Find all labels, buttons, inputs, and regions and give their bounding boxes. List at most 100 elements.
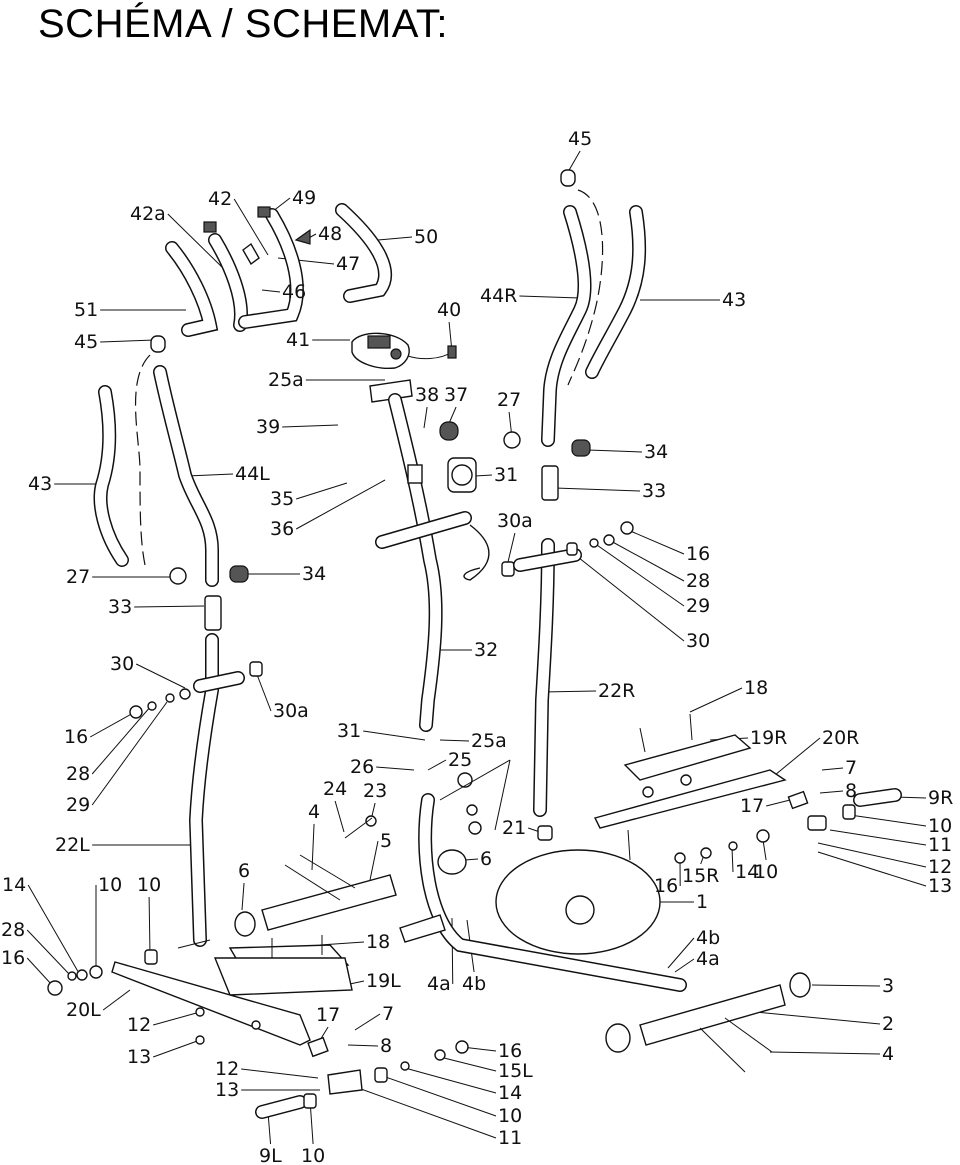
part-label-39: 39 [256, 416, 280, 438]
part-label-12-bot: 12 [215, 1058, 239, 1080]
leader-line-30a-left [255, 671, 272, 712]
part-label-40: 40 [437, 299, 461, 321]
part-label-4b-right: 4b [696, 927, 720, 949]
part-label-24: 24 [323, 778, 347, 800]
part-label-8-left: 8 [380, 1035, 392, 1057]
part-label-28-right: 28 [686, 570, 710, 592]
part-label-25a-top: 25a [268, 369, 304, 391]
leader-line-16-left [89, 711, 136, 738]
leader-line-5 [369, 840, 379, 881]
leader-line-44R [519, 295, 581, 299]
part-label-20L: 20L [66, 999, 101, 1021]
leader-line-28-bot [26, 929, 71, 976]
part-label-49: 49 [292, 187, 316, 209]
leader-line-29-left [91, 701, 168, 806]
leader-line-10-r1 [849, 814, 927, 827]
part-label-34-left: 34 [302, 563, 326, 585]
part-label-16-bot2: 16 [498, 1040, 522, 1062]
part-label-43-left: 43 [28, 473, 52, 495]
parts-artwork [47, 169, 902, 1119]
part-label-4a-mid: 4a [427, 973, 451, 995]
part-label-17-left: 17 [316, 1004, 340, 1026]
part-label-7-right: 7 [845, 757, 857, 779]
leader-line-30-left [135, 663, 186, 689]
part-label-13-right: 13 [928, 875, 952, 897]
part-label-2: 2 [882, 1013, 894, 1035]
part-label-13-bot: 13 [215, 1079, 239, 1101]
leader-line-50 [377, 236, 413, 241]
leader-lines [26, 150, 927, 1145]
leader-line-22R [541, 690, 597, 693]
leader-line-6-mid [464, 858, 479, 861]
leader-line-11-right [829, 829, 927, 846]
part-label-10-r2: 10 [754, 861, 778, 883]
part-label-45-top: 45 [568, 128, 592, 150]
part-label-3: 3 [882, 975, 894, 997]
part-label-12-left: 12 [127, 1014, 151, 1036]
leader-line-33-right [554, 487, 641, 492]
part-label-14-left: 14 [2, 874, 26, 896]
part-label-11-right: 11 [928, 834, 952, 856]
part-label-31-top: 31 [494, 464, 518, 486]
part-label-23: 23 [363, 780, 387, 802]
part-label-10-bot: 10 [498, 1105, 522, 1127]
part-label-5: 5 [380, 830, 392, 852]
part-label-4a-right: 4a [696, 948, 720, 970]
part-label-48: 48 [318, 223, 342, 245]
part-label-44R: 44R [480, 285, 517, 307]
part-label-25: 25 [448, 749, 472, 771]
part-label-35: 35 [270, 488, 294, 510]
part-label-10-l2: 10 [137, 874, 161, 896]
leader-line-28-left [91, 705, 152, 775]
part-label-30a-right: 30a [497, 510, 533, 532]
leader-line-12-right [817, 842, 927, 868]
leader-line-14-bot [404, 1067, 497, 1094]
part-label-22L: 22L [55, 834, 90, 856]
leader-line-8-right [819, 790, 844, 794]
leader-line-16-bot [26, 957, 53, 986]
leader-line-30a-right [507, 532, 516, 563]
part-label-30-right: 30 [686, 630, 710, 652]
leader-line-16-right [627, 529, 685, 555]
part-label-11-bot: 11 [498, 1127, 522, 1149]
leader-line-39 [282, 424, 339, 428]
leader-line-7-right [821, 767, 844, 771]
part-label-46: 46 [282, 281, 306, 303]
part-label-42a: 42a [130, 203, 166, 225]
leader-line-3 [811, 984, 881, 987]
part-label-19L: 19L [366, 970, 401, 992]
part-label-18-left: 18 [366, 931, 390, 953]
leader-line-13-right [817, 851, 927, 887]
leader-line-12-bot [241, 1068, 319, 1079]
part-label-16-right: 16 [686, 543, 710, 565]
leader-line-17-right [766, 799, 791, 807]
part-label-32: 32 [474, 639, 498, 661]
part-label-28-bot: 28 [1, 919, 25, 941]
part-label-4-bot: 4 [882, 1043, 894, 1065]
part-label-6-mid: 6 [480, 848, 492, 870]
part-label-16-bot: 16 [1, 947, 25, 969]
part-label-14-bot: 14 [498, 1082, 522, 1104]
part-label-50: 50 [414, 226, 438, 248]
part-label-44L: 44L [235, 463, 270, 485]
leader-line-10-l2 [148, 896, 151, 956]
part-label-1: 1 [696, 891, 708, 913]
leader-line-31-mid [363, 730, 426, 741]
leader-line-35 [296, 482, 348, 500]
part-label-10-l1: 10 [98, 874, 122, 896]
part-label-20R: 20R [822, 727, 859, 749]
part-label-14-right: 14 [735, 861, 759, 883]
part-label-19R: 19R [750, 727, 787, 749]
part-label-12-right: 12 [928, 856, 952, 878]
leader-line-11-bot [349, 1084, 497, 1139]
leader-line-6-left [241, 882, 245, 911]
part-label-9L: 9L [259, 1145, 282, 1165]
leader-line-28-right [608, 539, 685, 582]
part-label-22R: 22R [598, 680, 635, 702]
part-label-25a-mid: 25a [471, 730, 507, 752]
part-label-30a-left: 30a [273, 700, 309, 722]
leader-line-10-r2 [762, 839, 767, 861]
part-label-13-left: 13 [127, 1046, 151, 1068]
part-label-37: 37 [444, 384, 468, 406]
leader-line-25 [427, 759, 447, 771]
